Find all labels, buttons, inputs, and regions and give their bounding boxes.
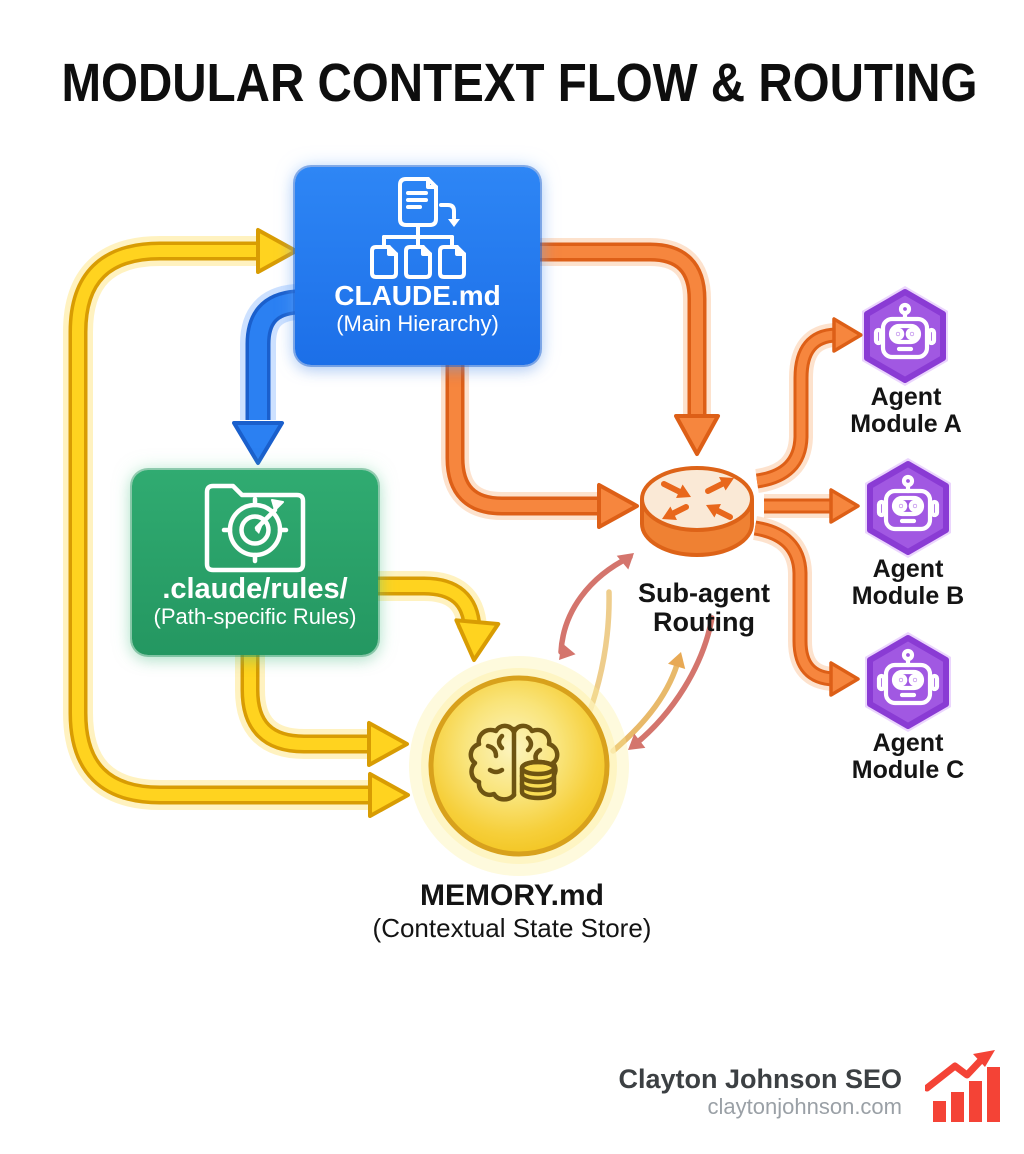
growth-chart-icon (925, 1050, 1000, 1122)
claude-md-label: CLAUDE.md (334, 280, 501, 311)
memory-label: MEMORY.md (420, 879, 604, 912)
arrow-claude-right-to-router (540, 242, 707, 416)
agent-c-label: Agent Module C (851, 729, 965, 784)
feedback-rose-left (558, 554, 633, 655)
feedback-rose-right (630, 615, 715, 749)
rules-sublabel: (Path-specific Rules) (153, 604, 357, 629)
orange-arrows (441, 238, 720, 529)
yellow-arrows (63, 228, 501, 818)
feedback-gold-right (610, 655, 682, 754)
node-agent-b (865, 458, 951, 558)
arrow-claude-to-rules (232, 284, 299, 465)
node-agent-a (862, 286, 948, 386)
router-label-line1: Sub-agent (638, 578, 770, 608)
folder-target-icon (204, 483, 306, 573)
node-claude-md: CLAUDE.md (Main Hierarchy) (295, 167, 540, 365)
footer-website: claytonjohnson.com (707, 1094, 902, 1119)
node-memory (409, 656, 629, 876)
memory-sublabel: (Contextual State Store) (372, 913, 652, 943)
agent-b-label: Agent Module B (851, 555, 965, 610)
node-agent-c (865, 632, 951, 732)
router-to-agents-arrows (752, 317, 863, 697)
document-hierarchy-icon (369, 177, 466, 279)
rules-label: .claude/rules/ (162, 573, 348, 605)
diagram-title: MODULAR CONTEXT FLOW & ROUTING (61, 53, 978, 113)
footer-brand: Clayton Johnson SEO (618, 1064, 902, 1094)
node-rules: .claude/rules/ (Path-specific Rules) (132, 470, 378, 655)
router-label-line2: Routing (653, 607, 755, 637)
router-icon (640, 466, 754, 557)
brain-database-icon (468, 723, 560, 802)
agent-a-label: Agent Module A (850, 383, 962, 438)
claude-md-sublabel: (Main Hierarchy) (336, 311, 499, 336)
router-label: Sub-agent Routing (574, 579, 834, 637)
